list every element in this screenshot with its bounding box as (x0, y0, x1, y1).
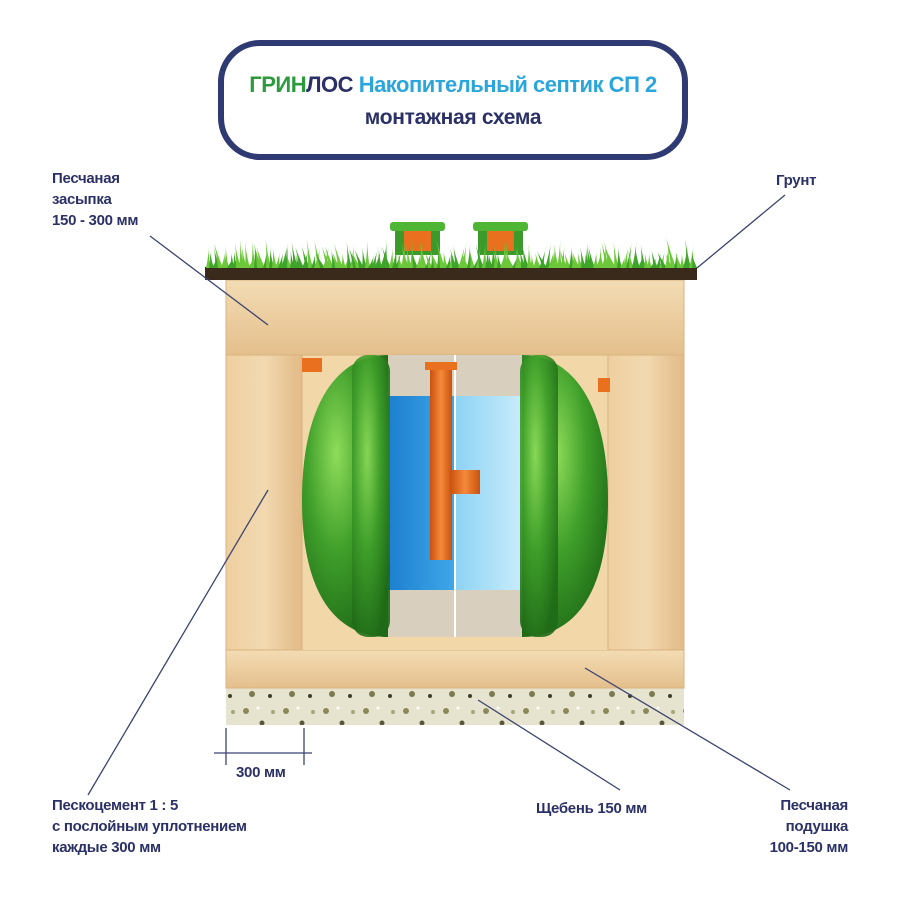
label-sand-cushion: Песчаная подушка 100-150 мм (769, 795, 849, 858)
sand-backfill-layer (225, 279, 685, 356)
label-sand-cement: Пескоцемент 1 : 5 с послойным уплотнение… (52, 795, 247, 858)
label-line: 150 - 300 мм (52, 212, 139, 229)
sand-cement-left (225, 354, 303, 651)
label-line: Песчаная (780, 797, 848, 814)
subtitle: монтажная схема (364, 106, 542, 129)
label-line: засыпка (52, 191, 112, 208)
leader-gravel (477, 699, 621, 791)
title-box: ГРИНЛОС Накопительный септик СП 2 монтаж… (218, 40, 688, 160)
ground-layer (205, 267, 697, 280)
dimension-marker (214, 728, 312, 765)
leader-sand-cement (87, 489, 269, 796)
title-line: ГРИНЛОС Накопительный септик СП 2 (224, 72, 682, 98)
tank-neck-right (473, 222, 528, 255)
brand-navy: ЛОС (306, 72, 354, 97)
product-name: Накопительный септик СП 2 (358, 72, 658, 97)
label-line: 100-150 мм (769, 839, 849, 856)
label-line: каждые 300 мм (52, 839, 161, 856)
label-line: с послойным уплотнением (52, 818, 247, 835)
sand-cement-right (607, 354, 685, 651)
label-line: Песчаная (52, 170, 120, 187)
leader-sand-cushion (584, 667, 791, 791)
gravel-layer (226, 688, 684, 725)
leader-ground (696, 194, 786, 269)
leader-sand-backfill (149, 235, 269, 326)
sand-cushion-layer (225, 649, 685, 689)
label-dimension: 300 мм (236, 764, 286, 781)
tank-neck-left (390, 222, 445, 255)
label-line: Пескоцемент 1 : 5 (52, 797, 179, 814)
label-gravel: Щебень 150 мм (536, 800, 647, 817)
pipe-tee (450, 470, 480, 494)
label-ground: Грунт (776, 172, 817, 189)
brand-green: ГРИН (249, 72, 307, 97)
internal-pipe (430, 365, 452, 560)
label-sand-backfill: Песчаная засыпка 150 - 300 мм (52, 168, 138, 231)
label-line: подушка (785, 818, 849, 835)
grass (206, 238, 697, 268)
